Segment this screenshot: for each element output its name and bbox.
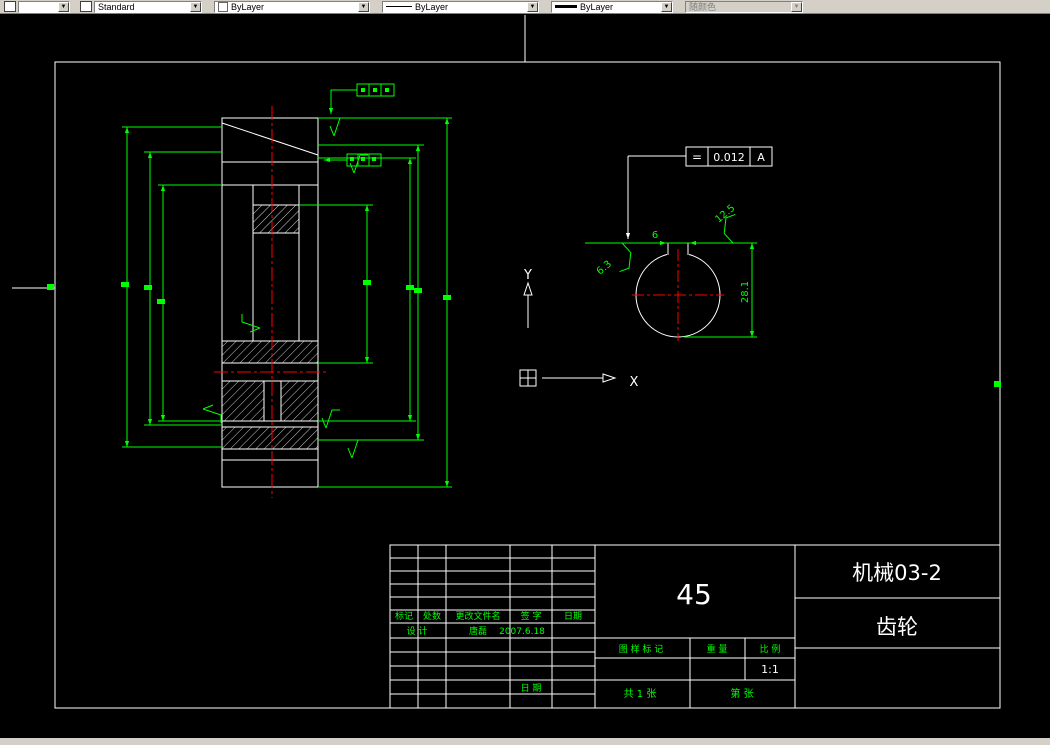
titleblock-stamp-label: 图 样 标 记: [619, 643, 664, 655]
titleblock-scale-value: 1:1: [761, 663, 779, 676]
titleblock-col-sign: 签 字: [521, 610, 542, 622]
paper-border: [12, 15, 1001, 709]
tolerance-symbol: =: [692, 150, 702, 164]
lineweight-combo-value: ByLayer: [580, 1, 614, 12]
title-block-grid: [389, 544, 1001, 709]
titleblock-sheets-total: 共 1 张: [624, 688, 657, 700]
object-properties-toolbar: ▼ Standard ▼ ByLayer ▼ ByLayer ▼ ByLayer…: [0, 0, 1050, 14]
centerlines-right-view: [632, 249, 724, 341]
lineweight-combo[interactable]: ByLayer ▼: [551, 0, 673, 13]
plotstyle-combo: 随颜色 ▼: [685, 0, 803, 13]
titleblock-date-label: 日 期: [521, 683, 542, 694]
dim-keyway-width: 6: [652, 230, 658, 241]
titleblock-class-no: 机械03-2: [852, 561, 942, 585]
plotstyle-combo-value: 随颜色: [689, 1, 717, 12]
linetype-sample-icon: [386, 6, 412, 7]
titleblock-col-mark: 标记: [395, 610, 413, 622]
titleblock-design-date: 2007.6.18: [499, 627, 545, 637]
titleblock-material: 45: [676, 578, 712, 611]
titleblock-design-label: 设 计: [407, 625, 428, 637]
dimension-text-blobs: [121, 280, 451, 304]
titleblock-col-file: 更改文件名: [455, 610, 500, 622]
titleblock-sheet-no: 第 张: [730, 687, 753, 700]
tolerance-datum: A: [757, 151, 765, 164]
tolerance-value: 0.012: [713, 151, 745, 164]
viewport-grips[interactable]: [47, 284, 1001, 387]
tolerance-frame-small: [324, 83, 395, 167]
surface-roughness-icon: [202, 117, 368, 459]
roughness-lower-icon: [619, 242, 632, 273]
color-swatch-icon: [218, 1, 228, 12]
layer-combo[interactable]: ▼: [18, 0, 70, 13]
titleblock-col-date: 日期: [564, 611, 582, 622]
roughness-upper-icon: [723, 213, 736, 244]
titleblock-scale-label: 比 例: [760, 643, 781, 655]
titleblock-col-count: 处数: [423, 610, 441, 622]
style-combo[interactable]: Standard ▼: [94, 0, 202, 13]
ucs-y-label: Y: [523, 268, 532, 283]
titleblock-part-name: 齿轮: [876, 615, 918, 639]
chevron-down-icon[interactable]: ▼: [190, 1, 201, 12]
roughness-lower-value: 6.3: [595, 259, 614, 278]
layer-icon[interactable]: [4, 1, 16, 12]
dimensions-right-view[interactable]: [585, 240, 757, 338]
linetype-combo-value: ByLayer: [415, 1, 449, 12]
dim-bore-height: 28.1: [740, 281, 751, 303]
lineweight-sample-icon: [555, 5, 577, 8]
chevron-down-icon[interactable]: ▼: [358, 1, 369, 12]
chevron-down-icon[interactable]: ▼: [661, 1, 672, 12]
tolerance-frame-small-marks: [350, 88, 389, 161]
gear-section-view: [221, 117, 319, 488]
text-style-icon[interactable]: [80, 1, 92, 12]
color-combo[interactable]: ByLayer ▼: [214, 0, 370, 13]
ucs-icon: [519, 281, 617, 387]
chevron-down-icon[interactable]: ▼: [58, 1, 69, 12]
status-strip: [0, 738, 1050, 745]
ucs-x-label: X: [630, 375, 639, 390]
titleblock-designer: 唐磊: [469, 625, 487, 637]
chevron-down-icon[interactable]: ▼: [527, 1, 538, 12]
centerlines-left-view: [214, 106, 326, 498]
style-combo-value: Standard: [98, 1, 135, 12]
linetype-combo[interactable]: ByLayer ▼: [382, 0, 539, 13]
tolerance-frame: [625, 146, 773, 239]
color-combo-value: ByLayer: [231, 1, 265, 12]
titleblock-weight-label: 重 量: [707, 643, 728, 655]
chevron-down-icon: ▼: [791, 1, 802, 12]
